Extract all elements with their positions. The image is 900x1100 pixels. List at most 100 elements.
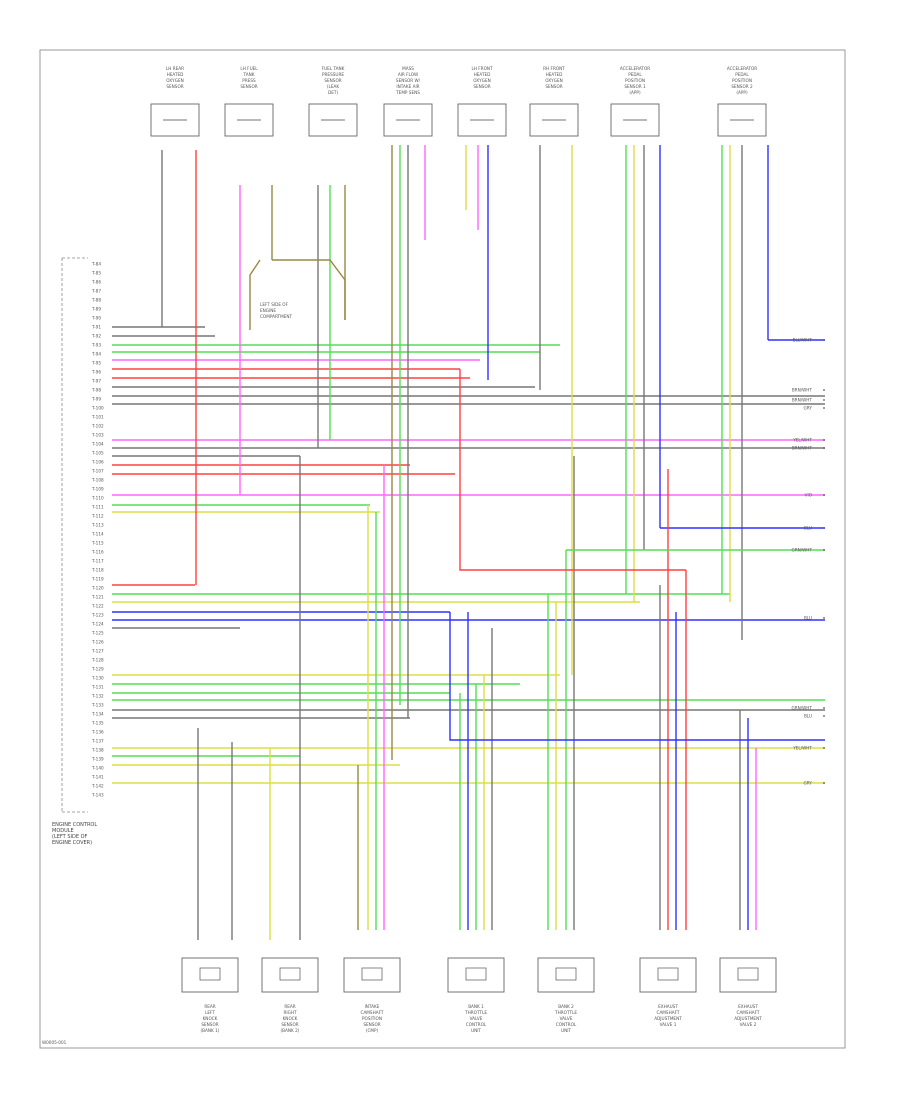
component-box-intake-cam xyxy=(343,957,401,993)
connector-dot xyxy=(823,715,825,717)
component-label-line: VALVE 1 xyxy=(660,1022,677,1027)
ecm-pin-label: T-119 xyxy=(91,577,104,582)
ecm-name-line: ENGINE COVER) xyxy=(52,840,92,846)
component-label-line: SENSOR xyxy=(201,1022,218,1027)
component-label-line: SENSOR xyxy=(240,84,257,89)
component-label-line: (APP) xyxy=(629,90,641,95)
component-box-bank2-throttle xyxy=(537,957,595,993)
component-label-line: KNOCK xyxy=(203,1016,218,1021)
ecm-pin-label: T-134 xyxy=(91,712,104,717)
ecm-pin-label: T-115 xyxy=(91,541,104,546)
connector-dot xyxy=(823,407,825,409)
component-box-rear-rh-knock xyxy=(261,957,319,993)
red-route xyxy=(459,369,686,571)
component-label-line: SENSOR xyxy=(166,84,183,89)
component-label-line: LH REAR xyxy=(166,66,184,71)
component-label-line: VALVE xyxy=(560,1016,573,1021)
page-id: W0005-001 xyxy=(42,1040,67,1045)
connector-dot xyxy=(823,389,825,391)
ecm-pin-label: T-127 xyxy=(91,649,104,654)
component-label-line: LH FRONT xyxy=(471,66,493,71)
right-wire-label: BRN/WHT xyxy=(792,398,813,403)
ecm-pin-label: T-130 xyxy=(91,676,104,681)
ecm-pin-label: T-88 xyxy=(91,298,101,303)
ecm-pin-label: T-89 xyxy=(91,307,101,312)
ecm-pin-label: T-139 xyxy=(91,757,104,762)
splice-note-line: COMPARTMENT xyxy=(260,314,293,319)
component-label-line: DET) xyxy=(328,90,338,95)
component-label-line: (CMP) xyxy=(366,1028,379,1033)
component-label-line: KNOCK xyxy=(283,1016,298,1021)
ecm-pin-label: T-101 xyxy=(91,415,104,420)
connector-dot xyxy=(823,707,825,709)
right-wire-label: GRN/WHT xyxy=(791,548,812,553)
component-label-line: (BANK 2) xyxy=(281,1028,300,1033)
engine-control-module: T-84T-85T-86T-87T-88T-89T-90T-91T-92T-93… xyxy=(52,257,293,846)
component-label-line: OXYGEN xyxy=(473,78,490,83)
ecm-pin-label: T-143 xyxy=(91,793,104,798)
component-label-line: SENSOR xyxy=(324,78,341,83)
component-label-line: THROTTLE xyxy=(464,1010,487,1015)
connector-dot xyxy=(823,617,825,619)
component-label-line: EXHAUST xyxy=(658,1004,678,1009)
right-wire-label: GRY xyxy=(804,406,813,411)
component-label-line: REAR xyxy=(284,1004,295,1009)
component-symbol xyxy=(361,967,383,981)
component-label-line: PEDAL xyxy=(628,72,642,77)
ecm-pin-label: T-117 xyxy=(91,559,104,564)
ecm-pin-label: T-131 xyxy=(91,685,104,690)
ecm-pin-label: T-92 xyxy=(91,334,101,339)
ecm-pin-label: T-97 xyxy=(91,379,101,384)
ecm-pin-label: T-100 xyxy=(91,406,104,411)
right-wire-label: BLU xyxy=(804,616,812,621)
right-wire-label: GRN/WHT xyxy=(791,706,812,711)
component-label-line: VALVE xyxy=(470,1016,483,1021)
ecm-pin-label: T-91 xyxy=(91,325,101,330)
ecm-pin-label: T-124 xyxy=(91,622,104,627)
ecm-pin-label: T-125 xyxy=(91,631,104,636)
wire-layer xyxy=(112,145,825,940)
right-edge-labels: BLU/WHTBRN/WHTBRN/WHTGRYYEL/WHTBRN/WHTVI… xyxy=(791,338,825,786)
ecm-pin-label: T-106 xyxy=(91,460,104,465)
component-label-line: RIGHT xyxy=(283,1010,297,1015)
ecm-name-line: MODULE xyxy=(52,828,74,834)
component-box-exhaust-cam-2 xyxy=(719,957,777,993)
ecm-pin-label: T-109 xyxy=(91,487,104,492)
component-label-line: ACCELERATOR xyxy=(620,66,650,71)
component-box-bank1-throttle xyxy=(447,957,505,993)
ecm-pin-label: T-113 xyxy=(91,523,104,528)
connector-dot xyxy=(823,439,825,441)
connector-dot xyxy=(823,447,825,449)
ecm-pin-label: T-93 xyxy=(91,343,101,348)
splice-note-line: ENGINE xyxy=(260,308,276,313)
right-wire-label: BRN/WHT xyxy=(792,446,813,451)
component-label-line: HEATED xyxy=(167,72,184,77)
component-label-line: CAMSHAFT xyxy=(361,1010,384,1015)
component-label-line: SENSOR xyxy=(363,1022,380,1027)
component-label-line: CONTROL xyxy=(466,1022,487,1027)
connector-dot xyxy=(823,339,825,341)
ecm-pin-label: T-102 xyxy=(91,424,104,429)
component-label-line: OXYGEN xyxy=(166,78,183,83)
ecm-pin-label: T-140 xyxy=(91,766,104,771)
ecm-pin-label: T-108 xyxy=(91,478,104,483)
component-label-line: SENSOR W/ xyxy=(396,78,421,83)
component-label-line: AIR FLOW xyxy=(398,72,418,77)
component-symbol xyxy=(657,967,679,981)
ecm-pin-label: T-84 xyxy=(91,262,101,267)
component-label-line: ADJUSTMENT xyxy=(734,1016,762,1021)
diagram-frame xyxy=(39,49,846,1049)
ecm-pin-label: T-120 xyxy=(91,586,104,591)
connector-dot xyxy=(823,549,825,551)
splice-note-line: LEFT SIDE OF xyxy=(260,302,289,307)
component-label-line: INTAKE AIR xyxy=(396,84,419,89)
ecm-pin-label: T-105 xyxy=(91,451,104,456)
ecm-pin-label: T-123 xyxy=(91,613,104,618)
right-wire-label: BLU/WHT xyxy=(793,338,813,343)
ecm-name-line: ENGINE CONTROL xyxy=(52,822,97,828)
ecm-pin-label: T-129 xyxy=(91,667,104,672)
component-label-line: UNIT xyxy=(561,1028,571,1033)
